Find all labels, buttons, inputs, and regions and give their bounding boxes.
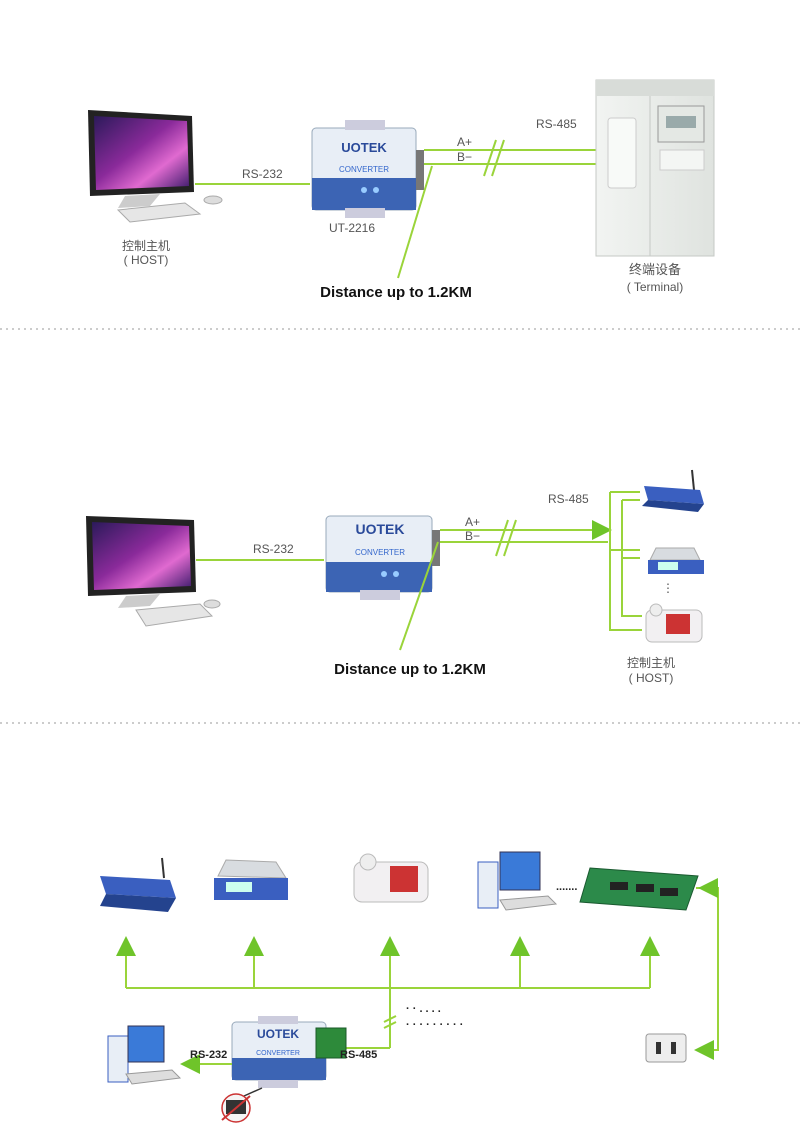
a-plus-label: A+ (465, 515, 480, 529)
b-minus-label: B− (457, 150, 472, 164)
b-minus-label: B− (465, 529, 480, 543)
converter-brand: UOTEK (356, 521, 405, 537)
host-label-cn: 控制主机 (122, 239, 170, 253)
rs232-label: RS-232 (190, 1049, 227, 1061)
distance-label: Distance up to 1.2KM (334, 661, 486, 678)
host-computer-icon (88, 110, 223, 223)
bus-dots-2: · · · · · · · · · (406, 1019, 463, 1031)
pos-printer-icon (645, 603, 703, 643)
pc-icon (107, 1025, 182, 1085)
terminal-cabinet-icon (595, 79, 715, 257)
rs485-label: RS-485 (340, 1049, 377, 1061)
host-label-en: ( HOST) (124, 253, 169, 267)
panel-2: RS-232 UOTEK CONVERTER A+ B− RS-485 Dist… (86, 469, 704, 685)
router-icon (100, 857, 176, 912)
rs232-label: RS-232 (253, 542, 294, 556)
device-dots: ....... (556, 881, 577, 893)
converter-device: UOTEK CONVERTER (325, 515, 440, 600)
scale-icon (214, 859, 288, 900)
model-label: UT-2216 (329, 221, 375, 235)
distance-label: Distance up to 1.2KM (320, 284, 472, 301)
converter-brand: UOTEK (257, 1027, 299, 1041)
bus-dots-1: · · . . . . (406, 1003, 441, 1015)
pc-icon (477, 851, 558, 911)
circuit-board-icon (579, 867, 699, 911)
rs485-label: RS-485 (548, 492, 589, 506)
pos-printer-icon (353, 853, 429, 903)
host-label-cn: 控制主机 (627, 656, 675, 670)
converter-text: CONVERTER (256, 1050, 300, 1057)
rs232-label: RS-232 (242, 167, 283, 181)
panel-1: 控制主机 ( HOST) RS-232 UOTEK CONVERTER UT-2… (88, 79, 715, 301)
converter-text: CONVERTER (355, 548, 405, 557)
router-icon (642, 469, 704, 512)
panel-3: ....... · · . . . . · · · · · · · · · (100, 851, 719, 1123)
converter-text: CONVERTER (339, 165, 389, 174)
converter-brand: UOTEK (341, 140, 387, 155)
a-plus-label: A+ (457, 135, 472, 149)
terminal-label-cn: 终端设备 (629, 262, 681, 278)
device-dots: ⋮ (662, 581, 674, 595)
scale-icon (648, 547, 704, 574)
power-socket-icon (645, 1033, 687, 1063)
rs485-label: RS-485 (536, 117, 577, 131)
converter-device: UOTEK CONVERTER (311, 120, 424, 218)
power-adapter-icon (221, 1093, 251, 1123)
converter-device: UOTEK CONVERTER (231, 1016, 347, 1088)
host-computer-icon (86, 516, 221, 627)
terminal-label-en: ( Terminal) (627, 280, 683, 294)
host-label-en: ( HOST) (629, 671, 674, 685)
